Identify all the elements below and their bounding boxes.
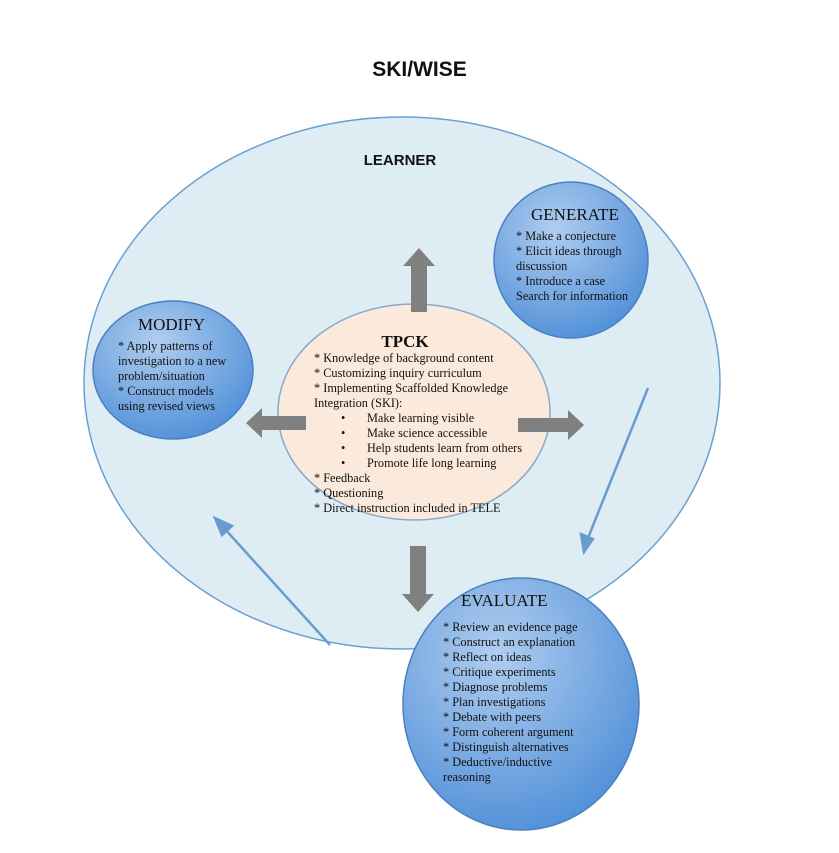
evaluate-item: * Review an evidence page (443, 620, 578, 634)
bullet-icon: • (341, 441, 346, 455)
generate-item: Search for information (516, 289, 628, 303)
evaluate-item: * Diagnose problems (443, 680, 548, 694)
tpck-title: TPCK (381, 332, 429, 351)
modify-item: * Construct models (118, 384, 214, 398)
tpck-subitem-label: Make learning visible (367, 411, 475, 425)
evaluate-list: * Review an evidence page * Construct an… (443, 620, 578, 785)
evaluate-item: * Form coherent argument (443, 725, 574, 739)
generate-item: * Elicit ideas through (516, 244, 622, 258)
evaluate-item: * Debate with peers (443, 710, 541, 724)
tpck-item: * Direct instruction included in TELE (314, 501, 501, 515)
tpck-subitem-label: Help students learn from others (367, 441, 523, 455)
generate-circle (493, 181, 649, 339)
generate-item: * Introduce a case (516, 274, 606, 288)
modify-title: MODIFY (138, 315, 206, 334)
cycle-arrow-evaluate-to-modify (212, 515, 331, 646)
arrow-right (518, 410, 584, 440)
bullet-icon: • (341, 456, 346, 470)
cycle-arrow-generate-to-evaluate (579, 387, 650, 556)
modify-item: using revised views (118, 399, 215, 413)
modify-circle (92, 300, 254, 440)
tpck-list: * Knowledge of background content * Cust… (314, 351, 522, 516)
evaluate-item: * Plan investigations (443, 695, 546, 709)
evaluate-title: EVALUATE (461, 591, 548, 610)
tpck-item: * Feedback (314, 471, 371, 485)
evaluate-item: reasoning (443, 770, 491, 784)
generate-item: * Make a conjecture (516, 229, 617, 243)
learner-label: LEARNER (363, 152, 437, 169)
generate-title: GENERATE (531, 205, 619, 224)
tpck-subitem: • Promote life long learning (314, 456, 522, 471)
tpck-item: * Customizing inquiry curriculum (314, 366, 482, 380)
evaluate-item: * Reflect on ideas (443, 650, 532, 664)
evaluate-item: * Deductive/inductive (443, 755, 552, 769)
tpck-item: * Implementing Scaffolded Knowledge (314, 381, 509, 395)
tpck-item: * Knowledge of background content (314, 351, 494, 365)
tpck-item: * Questioning (314, 486, 384, 500)
modify-item: investigation to a new (118, 354, 227, 368)
tpck-subitem-label: Make science accessible (367, 426, 488, 440)
bullet-icon: • (341, 426, 346, 440)
evaluate-item: * Critique experiments (443, 665, 556, 679)
modify-item: problem/situation (118, 369, 205, 383)
tpck-item: Integration (SKI): (314, 396, 403, 410)
tpck-subitem: • Make science accessible (314, 426, 522, 441)
evaluate-circle (402, 577, 640, 831)
bullet-icon: • (341, 411, 346, 425)
tpck-subitem: • Help students learn from others (314, 441, 522, 456)
evaluate-item: * Distinguish alternatives (443, 740, 569, 754)
modify-list: * Apply patterns of investigation to a n… (118, 339, 226, 414)
tpck-subitem: • Make learning visible (314, 411, 522, 426)
modify-item: * Apply patterns of (118, 339, 213, 353)
arrow-up (403, 248, 435, 312)
evaluate-item: * Construct an explanation (443, 635, 576, 649)
arrow-down (402, 546, 434, 612)
generate-list: * Make a conjecture * Elicit ideas throu… (516, 229, 628, 304)
arrow-left (246, 408, 306, 438)
generate-item: discussion (516, 259, 568, 273)
diagram-title: SKI/WISE (372, 58, 467, 81)
tpck-subitem-label: Promote life long learning (367, 456, 497, 470)
